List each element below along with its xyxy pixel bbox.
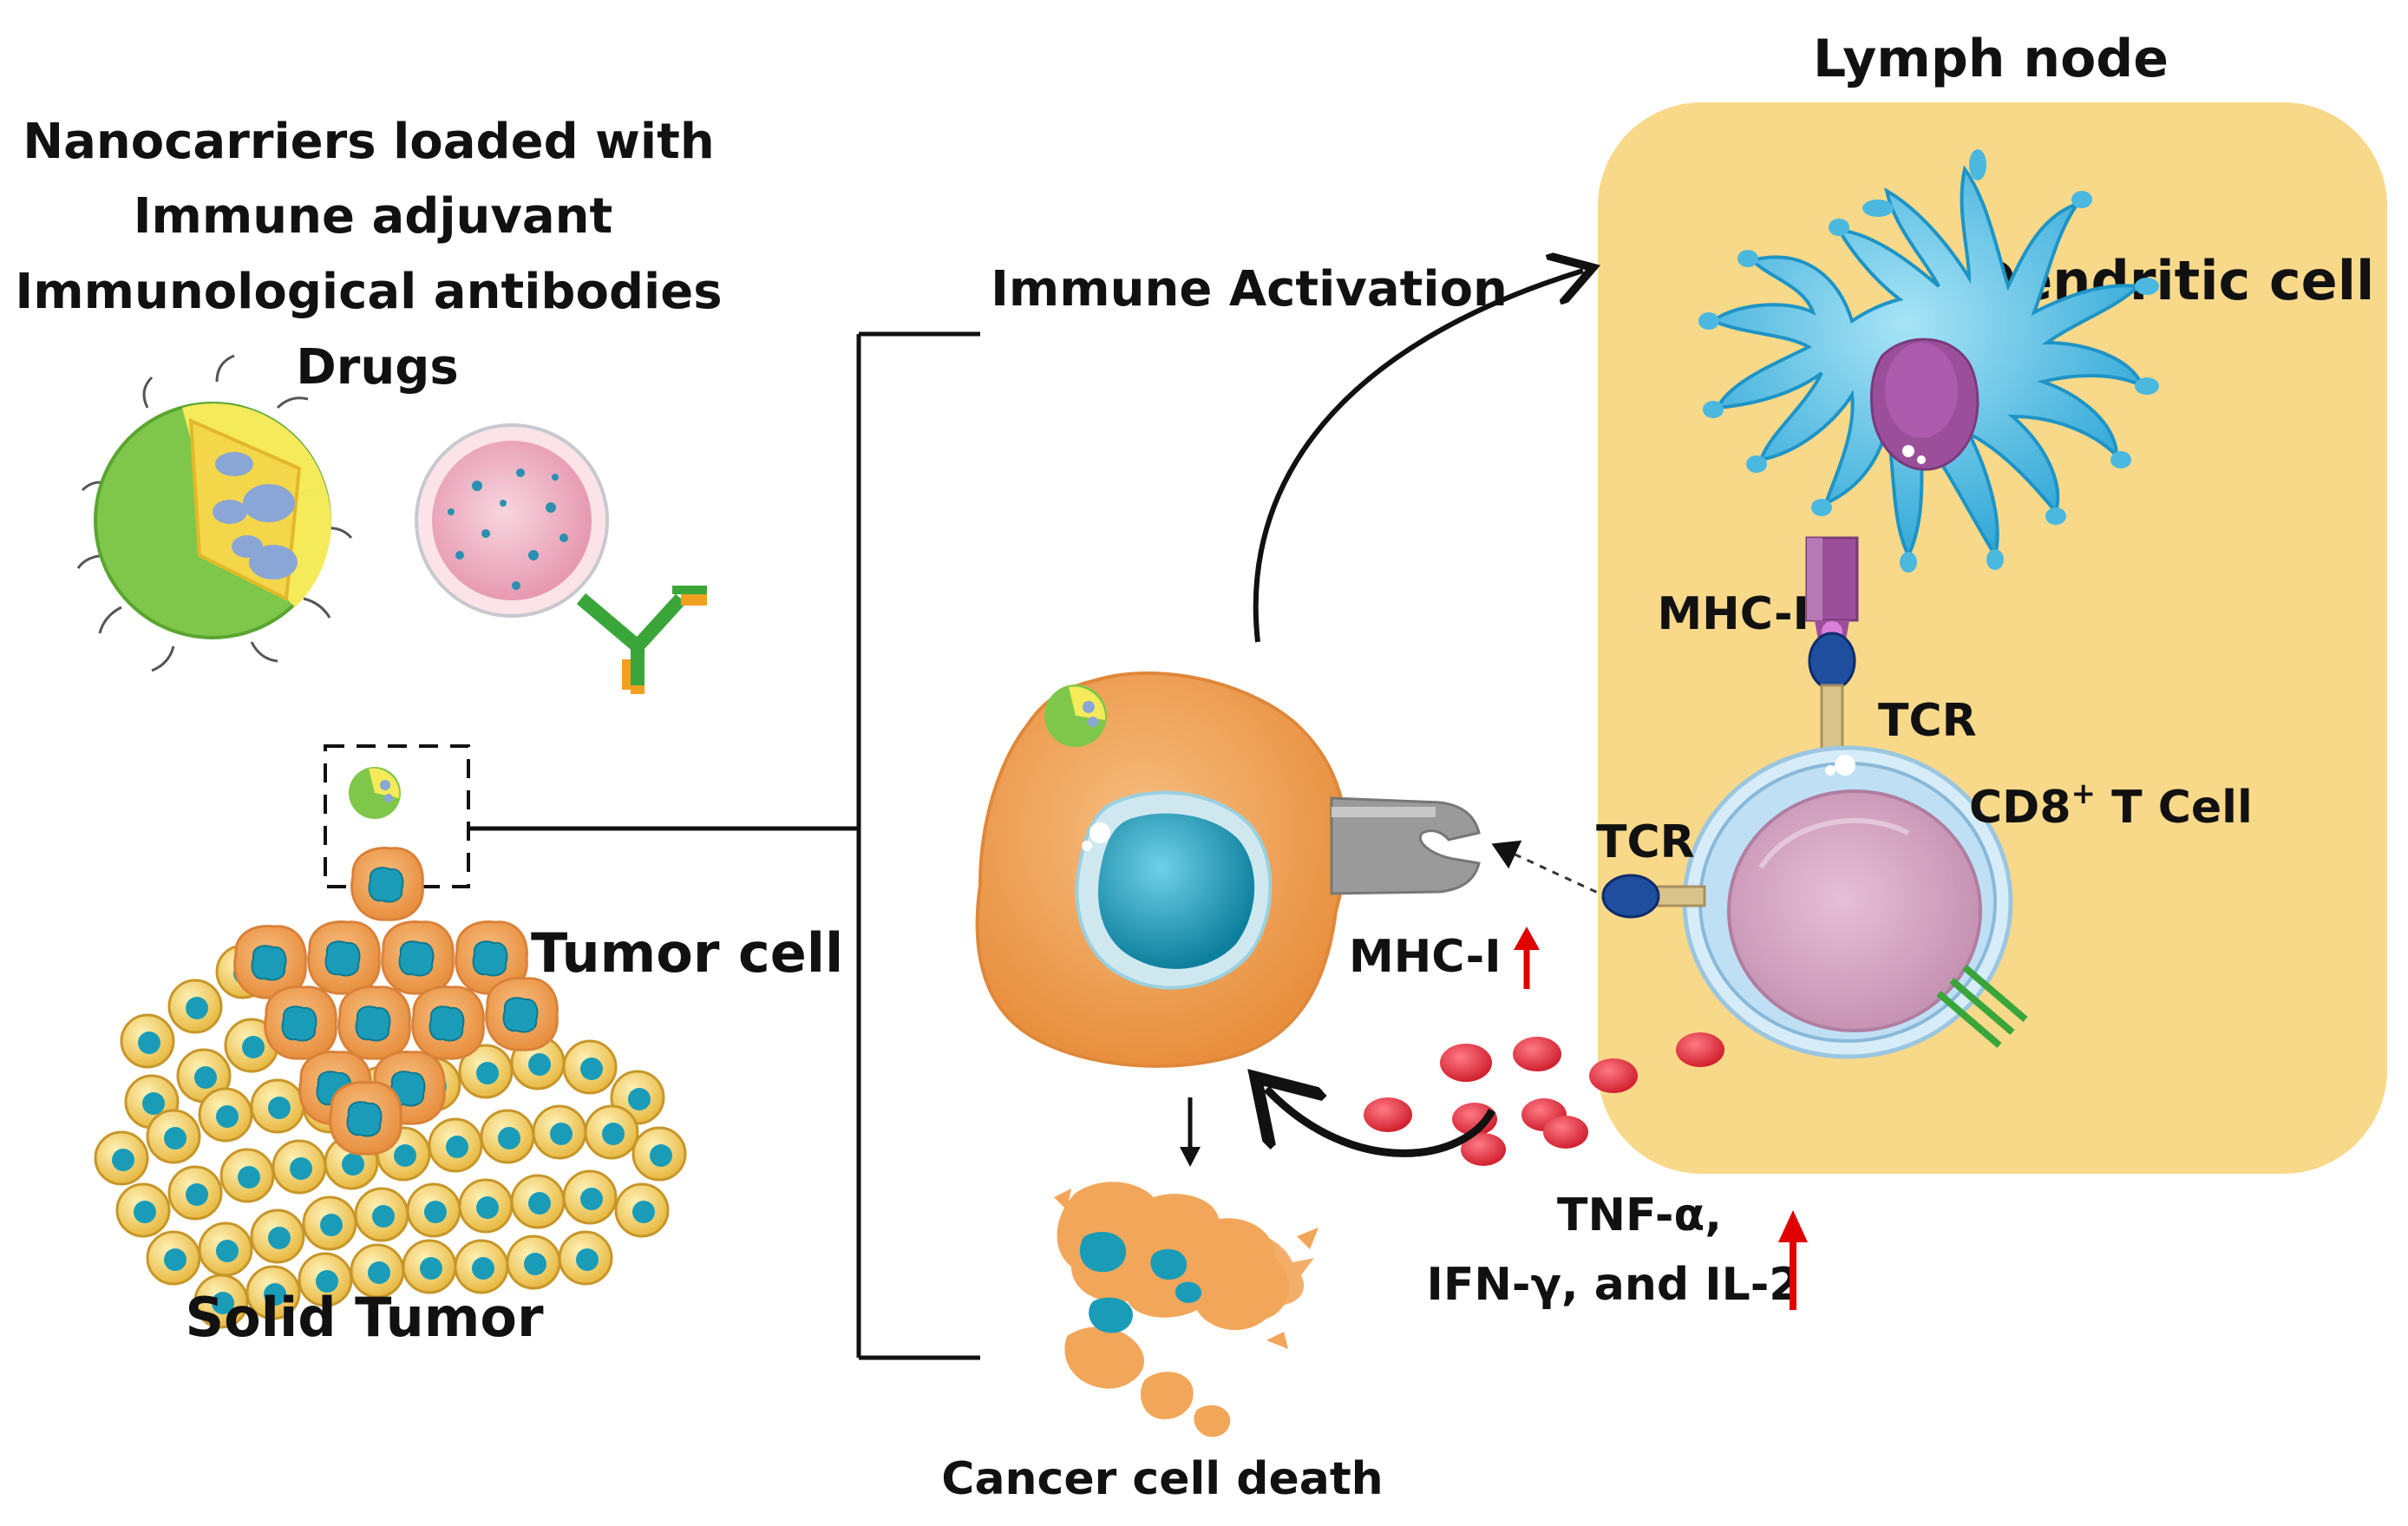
tumor-normal-cell-nucleus <box>394 1144 416 1167</box>
cd8-suffix: T Cell <box>2096 782 2253 834</box>
tumor-normal-cell-nucleus <box>194 1066 217 1089</box>
tumor-cancer-cell-nucleus <box>324 940 361 977</box>
tumor-cancer-cell-nucleus <box>472 940 508 977</box>
tumor-normal-cell-nucleus <box>632 1201 655 1223</box>
tcr-top-label: TCR <box>1878 695 1977 747</box>
bracket-connector <box>468 331 980 1360</box>
mhc1-tumor-label: MHC-I <box>1349 931 1502 983</box>
tumor-normal-cell-nucleus <box>372 1205 395 1228</box>
mhc1-dc-label: MHC-I <box>1657 588 1809 640</box>
lymph-node-label: Lymph node <box>1813 29 2169 89</box>
cytokine-curved-arrow <box>1266 1089 1496 1157</box>
tcr-binding-dashed-arrow <box>1491 840 1610 900</box>
carriers-line-1: Nanocarriers loaded with <box>23 114 715 170</box>
carriers-text-block: Nanocarriers loaded with Immune adjuvant… <box>15 114 722 396</box>
tumor-normal-cell-nucleus <box>576 1248 599 1271</box>
tumor-normal-cell-nucleus <box>186 997 208 1019</box>
tcr-left-receptor <box>1601 874 1706 919</box>
cd8-t-cell-label: CD8+ T Cell <box>1969 776 2253 834</box>
immune-activation-label: Immune Activation <box>991 261 1508 318</box>
immune-activation-arrow <box>1253 271 1583 643</box>
tumor-normal-cell-nucleus <box>164 1127 186 1149</box>
tumor-normal-cell-nucleus <box>316 1270 338 1293</box>
tumor-normal-cell-nucleus <box>138 1032 160 1054</box>
cytokines-line-1: TNF-α, <box>1557 1189 1722 1241</box>
small-nanocarrier-icon <box>349 767 401 819</box>
tumor-normal-cell-nucleus <box>476 1062 499 1084</box>
nanocarrier-illustration <box>76 354 353 672</box>
tumor-normal-cell-nucleus <box>212 1292 234 1314</box>
carriers-line-2: Immune adjuvant <box>134 188 613 245</box>
tumor-normal-cell-nucleus <box>446 1136 468 1158</box>
tumor-normal-cell-nucleus <box>238 1166 260 1189</box>
tumor-cancer-cell-nucleus <box>368 867 404 903</box>
tumor-cancer-cell-nucleus <box>398 940 435 977</box>
cytokines-line-2: IFN-γ, and IL-2 <box>1427 1259 1801 1311</box>
tumor-normal-cell-nucleus <box>524 1253 546 1275</box>
tumor-normal-cell-nucleus <box>268 1097 291 1119</box>
tumor-normal-cell-nucleus <box>290 1157 312 1180</box>
dendritic-cell <box>1698 149 2159 573</box>
tumor-cancer-cell-nucleus <box>251 945 287 981</box>
tumor-normal-cell-nucleus <box>420 1257 442 1280</box>
tumor-cancer-cell-nucleus <box>502 997 539 1033</box>
tumor-cell-label: Tumor cell <box>531 921 843 985</box>
tumor-normal-cell-nucleus <box>476 1196 499 1219</box>
tumor-normal-cell-nucleus <box>320 1214 343 1236</box>
tumor-normal-cell-nucleus <box>472 1257 494 1280</box>
tumor-mhc1-receptor <box>1330 796 1481 895</box>
tumor-cancer-cell-nucleus <box>355 1005 391 1042</box>
tumor-normal-cell-nucleus <box>164 1248 186 1271</box>
tumor-normal-cell-nucleus <box>186 1183 208 1206</box>
carriers-line-3: Immunological antibodies <box>15 264 722 320</box>
solid-tumor-cluster <box>94 846 687 1329</box>
cancer-cell-death-label: Cancer cell death <box>941 1453 1383 1505</box>
cancer-cell-debris <box>1054 1182 1319 1438</box>
tumor-normal-cell-nucleus <box>268 1227 291 1249</box>
tumor-normal-cell-nucleus <box>580 1188 603 1210</box>
carriers-line-4: Drugs <box>296 339 458 396</box>
tumor-normal-cell-nucleus <box>216 1240 239 1262</box>
tumor-normal-cell-nucleus <box>580 1058 603 1080</box>
tumor-normal-cell-nucleus <box>498 1127 520 1149</box>
tumor-normal-cell-nucleus <box>550 1123 573 1145</box>
cd8-t-cell <box>1682 745 2028 1059</box>
tumor-attached-nanocarrier <box>1044 684 1107 747</box>
tumor-normal-cell-nucleus <box>424 1201 447 1223</box>
tumor-normal-cell-nucleus <box>528 1192 551 1215</box>
tumor-cancer-cell-nucleus <box>346 1101 383 1137</box>
tumor-normal-cell-nucleus <box>528 1053 551 1076</box>
tumor-normal-cell-nucleus <box>264 1283 286 1306</box>
tumor-normal-cell-nucleus <box>134 1201 156 1223</box>
tumor-normal-cell-nucleus <box>216 1105 239 1128</box>
tumor-normal-cell-nucleus <box>650 1144 672 1167</box>
tcr-left-label: TCR <box>1596 816 1695 868</box>
tumor-normal-cell-nucleus <box>342 1153 364 1176</box>
mhc1-up-arrow-icon <box>1514 927 1540 989</box>
tumor-normal-cell-nucleus <box>602 1123 625 1145</box>
cytokine-up-arrow-icon <box>1778 1210 1808 1310</box>
tumor-normal-cell-nucleus <box>628 1088 651 1110</box>
death-down-arrow <box>1180 1097 1201 1167</box>
tumor-cancer-cell-nucleus <box>429 1005 465 1042</box>
tumor-normal-cell-nucleus <box>242 1036 265 1058</box>
tumor-cancer-cell-nucleus <box>281 1005 317 1042</box>
solid-tumor-label: Solid Tumor <box>185 1286 544 1349</box>
central-tumor-cell <box>975 671 1348 1068</box>
antibody-illustration <box>576 586 707 694</box>
cytokine-particles <box>1364 1032 1724 1166</box>
tumor-normal-cell-nucleus <box>368 1261 390 1284</box>
immune-cell-illustration <box>415 423 609 618</box>
tumor-normal-cell-nucleus <box>112 1149 134 1171</box>
tumor-normal-cell-nucleus <box>142 1092 165 1115</box>
cd8-prefix: CD8 <box>1969 782 2071 834</box>
cd8-superscript: + <box>2071 776 2097 811</box>
